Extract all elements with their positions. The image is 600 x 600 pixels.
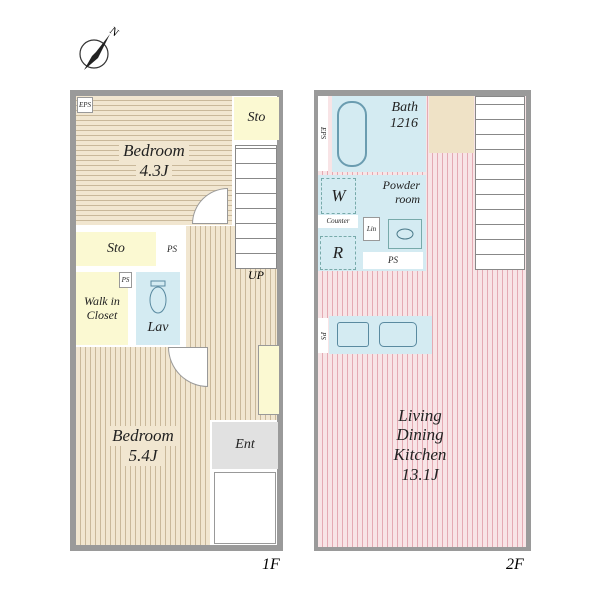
room-name: Bedroom bbox=[119, 140, 189, 161]
refrigerator-space: R bbox=[320, 236, 356, 270]
pipe-space-2f: PS bbox=[363, 252, 423, 269]
entry-door bbox=[214, 472, 276, 544]
storage-middle: Sto bbox=[76, 232, 156, 266]
lav-label: Lav bbox=[147, 320, 169, 336]
bedroom-4-3j: Bedroom 4.3J bbox=[76, 96, 232, 225]
room-size: 4.3J bbox=[135, 160, 173, 181]
compass: N bbox=[74, 25, 124, 76]
staircase-2f bbox=[475, 96, 525, 270]
bath-size: 1216 bbox=[390, 116, 418, 132]
ldk-label-1: Living bbox=[398, 405, 442, 425]
powder-label-1: Powder bbox=[382, 178, 420, 192]
floor1-label: 1F bbox=[262, 556, 280, 573]
closet-label-1: Walk in bbox=[84, 293, 120, 308]
lavatory: Lav bbox=[136, 272, 180, 345]
pipe-space-small: PS bbox=[119, 272, 132, 288]
pipe-space-kitchen: PS bbox=[318, 318, 328, 353]
kitchen-counter bbox=[329, 316, 432, 354]
room-size: 5.4J bbox=[124, 446, 162, 466]
eps-2f: EPS bbox=[318, 96, 328, 171]
toilet-icon bbox=[149, 280, 167, 314]
counter: Counter bbox=[318, 215, 358, 228]
stairs-up-label: UP bbox=[248, 268, 264, 282]
sink-icon bbox=[388, 219, 422, 249]
kitchen-sink-icon bbox=[379, 322, 417, 347]
living-dining-kitchen: Living Dining Kitchen 13.1J bbox=[360, 395, 480, 495]
ldk-label-2: Dining bbox=[396, 425, 444, 445]
ldk-size: 13.1J bbox=[401, 464, 439, 484]
storage-top: Sto bbox=[234, 97, 279, 140]
storage-2f bbox=[429, 96, 474, 153]
room-name: Bedroom bbox=[108, 426, 178, 446]
north-arrow-icon bbox=[79, 34, 110, 70]
linen-closet: Lin bbox=[363, 217, 380, 241]
powder-label-2: room bbox=[395, 191, 420, 206]
bath-label: Bath bbox=[391, 100, 418, 115]
shoe-storage bbox=[258, 345, 280, 415]
bathtub-icon bbox=[337, 101, 367, 167]
eps-1f: EPS bbox=[77, 97, 93, 113]
ldk-label-3: Kitchen bbox=[393, 445, 447, 464]
bedroom-5-4j: Bedroom 5.4J bbox=[76, 347, 210, 545]
closet-label-2: Closet bbox=[86, 307, 118, 322]
stove-icon bbox=[337, 322, 369, 347]
pipe-space-1f: PS bbox=[161, 232, 183, 266]
floor2-label: 2F bbox=[506, 556, 524, 573]
entrance: Ent bbox=[212, 422, 278, 469]
washer-space: W bbox=[321, 178, 356, 214]
